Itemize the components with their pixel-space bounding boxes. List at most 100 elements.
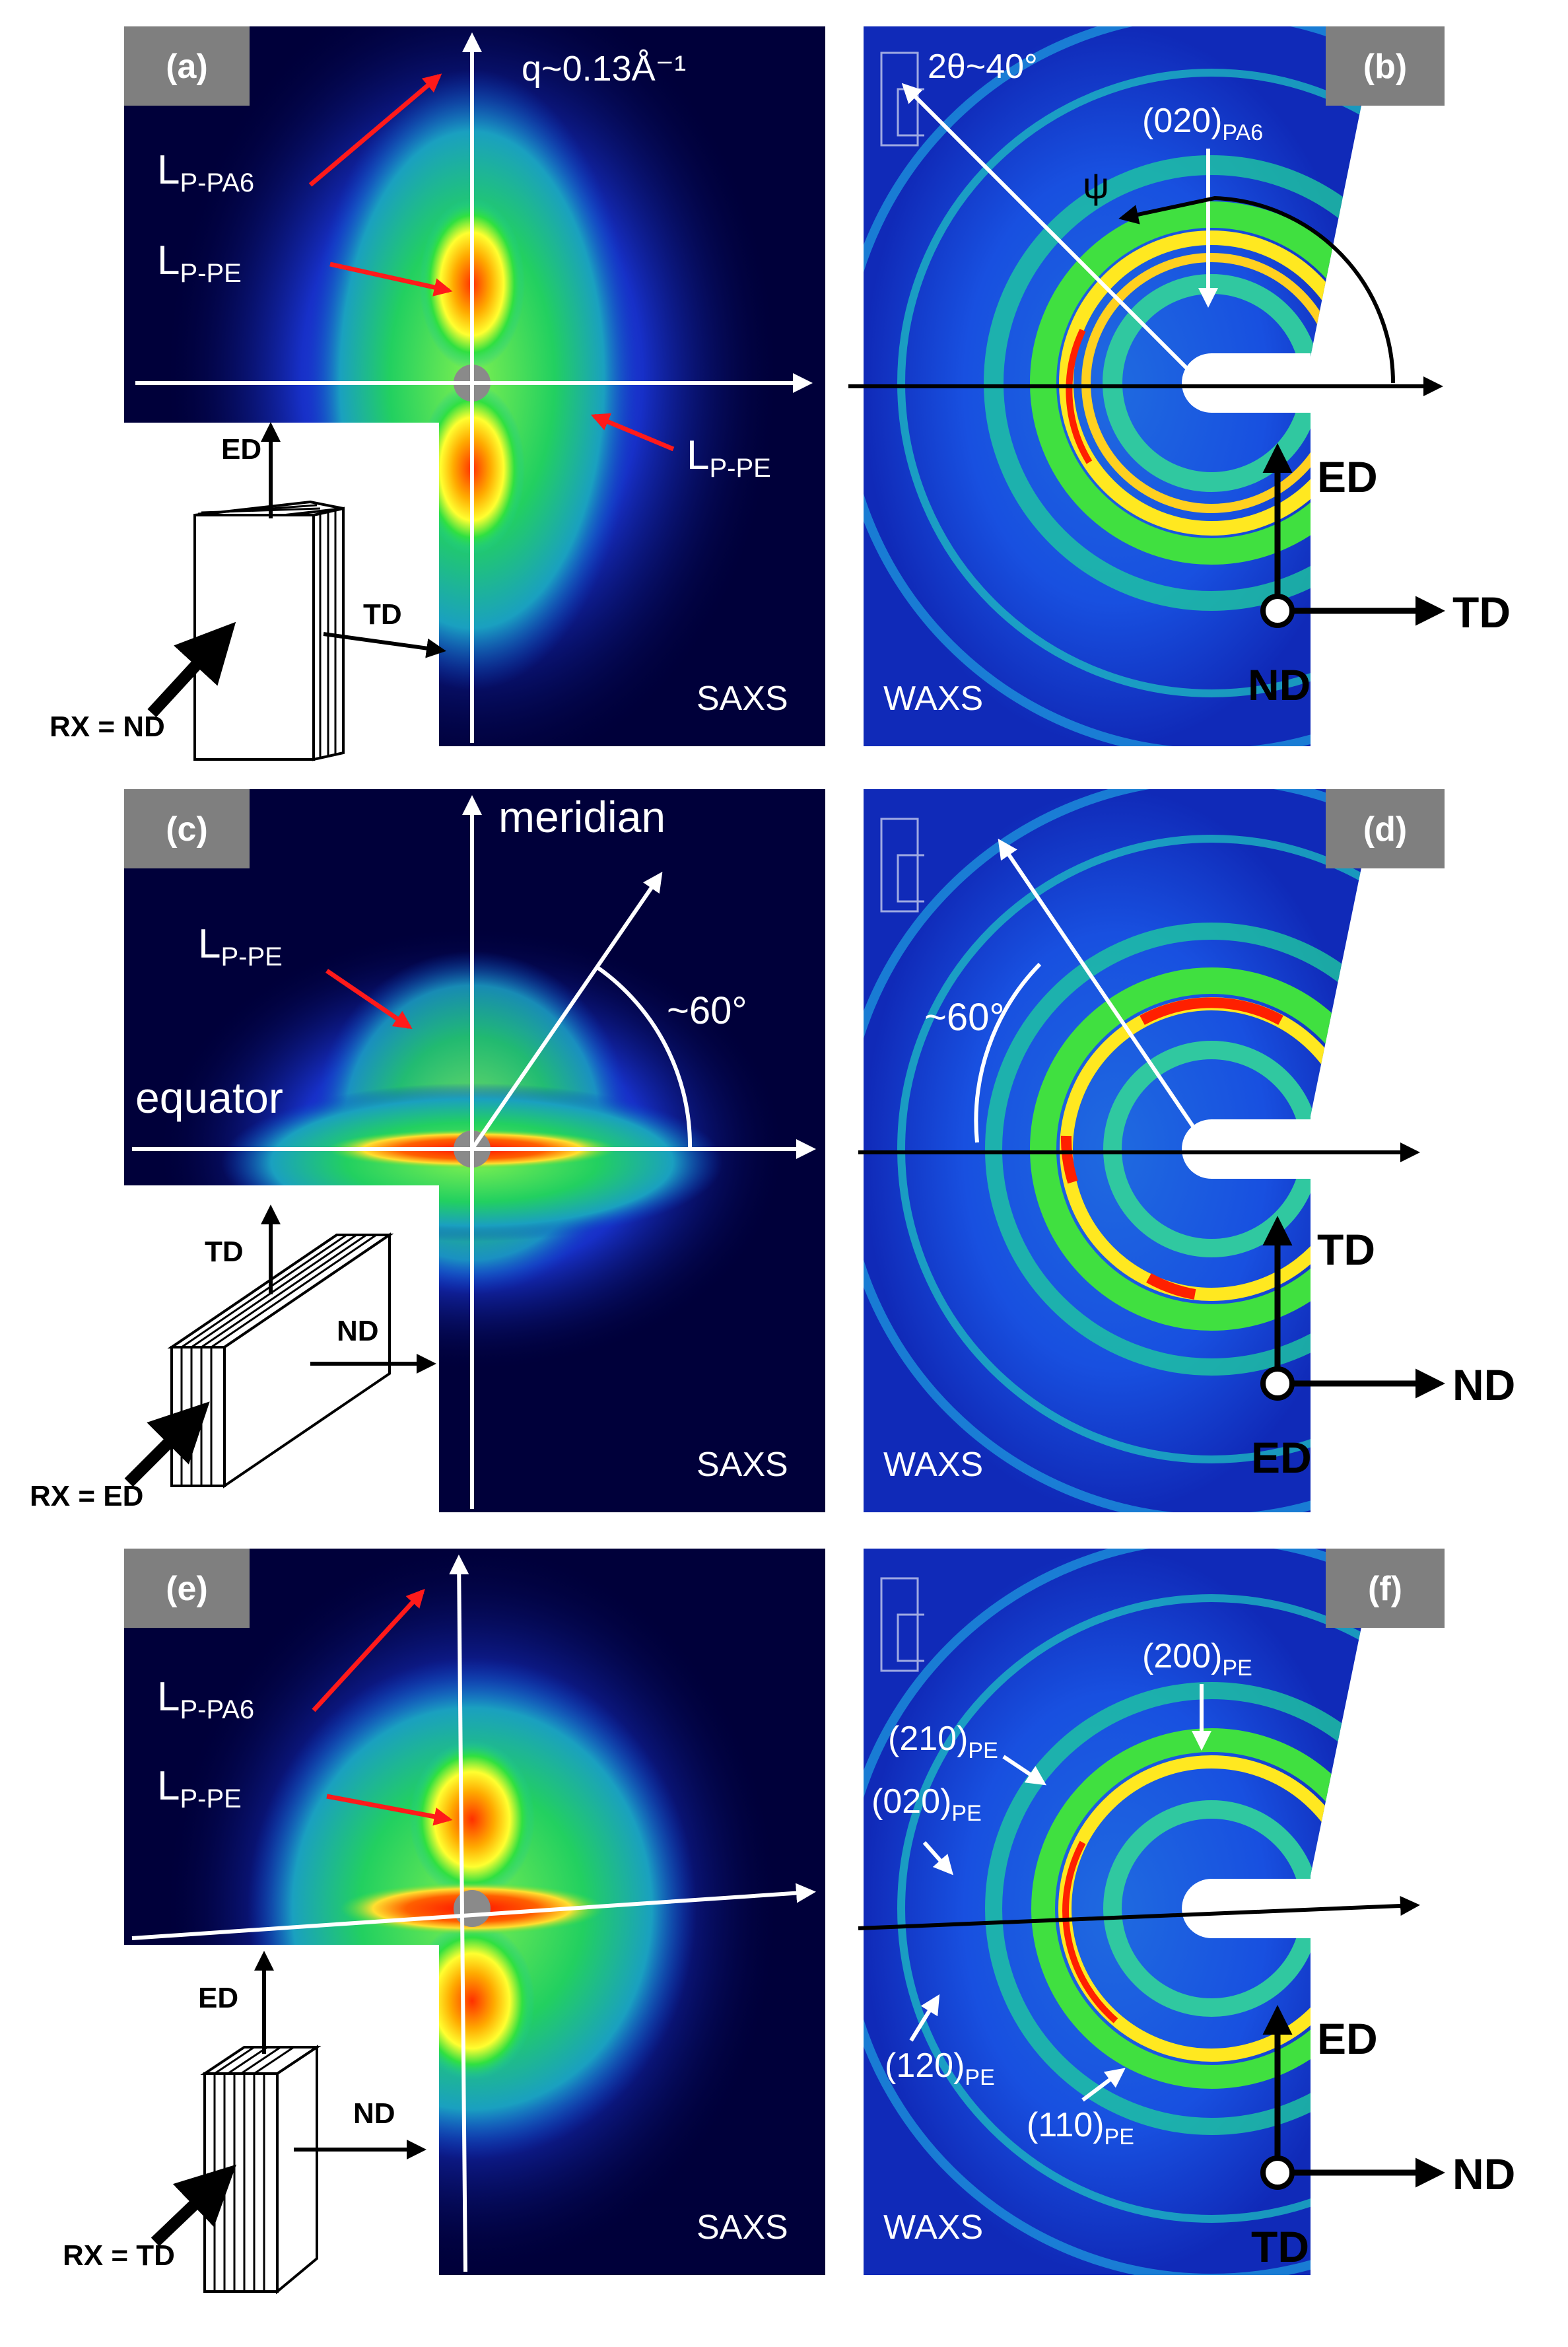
panel-d-overlay-brackets <box>880 818 924 913</box>
panel-e-beam-label: RX = TD <box>63 2239 175 2272</box>
panel-f-plane-200: (200)PE <box>1142 1637 1252 1681</box>
panel-b-beam-stop <box>1182 353 1311 413</box>
panel-c-technique: SAXS <box>697 1446 788 1484</box>
panel-b-technique: WAXS <box>883 680 983 718</box>
panel-e-sample-schematic <box>200 2045 322 2295</box>
panel-f-arrow-110 <box>1081 2068 1126 2102</box>
panel-e-red-arrow-pe <box>326 1794 453 1826</box>
panel-f-equator-axis <box>858 1896 1420 1930</box>
panel-b-two-theta-arrow <box>901 83 1190 372</box>
panel-c-60deg-arc <box>596 965 693 1150</box>
panel-b-psi-arc <box>1118 195 1395 384</box>
panel-d-label: (d) <box>1363 810 1407 849</box>
panel-d-frame-right: ND <box>1452 1360 1515 1409</box>
panel-e-label: (e) <box>166 1570 208 1608</box>
panel-d-angle: ~60° <box>924 996 1005 1039</box>
panel-d-beam-stop <box>1182 1119 1311 1179</box>
panel-f-frame-right: ND <box>1452 2150 1515 2198</box>
panel-f-label: (f) <box>1368 1570 1402 1608</box>
panel-f-plane-110: (110)PE <box>1027 2106 1134 2150</box>
panel-a-beam-arrow <box>147 621 236 718</box>
panel-f-overlay-brackets <box>880 1577 924 1672</box>
panel-f-arrow-120 <box>909 1994 940 2042</box>
panel-e-technique: SAXS <box>697 2208 788 2247</box>
panel-c-label-box <box>124 789 250 868</box>
panel-b-two-theta: 2θ~40° <box>928 48 1038 86</box>
panel-b-plane-label: (020)PA6 <box>1142 102 1263 145</box>
panel-e-lp-pe-label: LP-PE <box>157 1763 242 1813</box>
panel-c-sample-schematic <box>167 1232 394 1489</box>
panel-a-q-label: q~0.13Å⁻¹ <box>522 49 686 88</box>
panel-a-lp-pe-label-right: LP-PE <box>687 433 771 483</box>
panel-d-60deg-arc <box>974 962 1042 1143</box>
panel-f-plane-120: (120)PE <box>885 2047 995 2090</box>
panel-f-arrow-020 <box>922 1841 953 1875</box>
panel-f-frame-up: ED <box>1317 2014 1378 2063</box>
panel-d-label-box <box>1326 789 1445 868</box>
panel-c-beam-label: RX = ED <box>30 1480 143 1512</box>
panel-b-frame-axes <box>1260 443 1445 628</box>
panel-c-60deg-arrow <box>470 872 663 1150</box>
panel-e-beam-arrow <box>151 2164 237 2247</box>
panel-a-sample-right-arrow <box>323 632 446 658</box>
panel-c-sample-right-label: ND <box>337 1315 379 1347</box>
svg-text:LP-PA6: LP-PA6 <box>157 1674 254 1724</box>
panel-c-label: (c) <box>166 810 208 849</box>
panel-c-lp-pe-label: LP-PE <box>198 921 283 971</box>
panel-f-waxs-pattern <box>864 1549 1367 2275</box>
panel-c-meridian-label: meridian <box>498 792 665 841</box>
panel-f-beam-stop <box>1182 1879 1311 1938</box>
panel-e-equator-axis <box>131 1883 816 1940</box>
panel-b-frame-up: ED <box>1317 452 1378 501</box>
panel-b-label-box <box>1326 26 1445 106</box>
svg-text:(020)PE: (020)PE <box>871 1782 982 1826</box>
panel-c-beam-arrow <box>124 1401 210 1487</box>
panel-a-label: (a) <box>166 48 208 86</box>
panel-d-frame-axes <box>1260 1216 1445 1401</box>
svg-text:LP-PE: LP-PE <box>157 1763 242 1813</box>
panel-e-lp-pa6-label: LP-PA6 <box>157 1674 254 1724</box>
panel-c-red-arrow <box>325 969 413 1030</box>
panel-f-frame-axes <box>1260 2005 1445 2190</box>
panel-d-technique: WAXS <box>883 1446 983 1484</box>
svg-text:(210)PE: (210)PE <box>888 1720 998 1763</box>
panel-c-angle: ~60° <box>667 989 747 1032</box>
panel-e-sample-right-label: ND <box>353 2097 395 2130</box>
panel-f-technique: WAXS <box>883 2208 983 2247</box>
svg-text:LP-PE: LP-PE <box>157 238 242 288</box>
panel-e-beam-stop <box>454 1890 491 1927</box>
panel-a-technique: SAXS <box>697 680 788 718</box>
panel-a-red-arrow-pe-upper <box>329 262 453 297</box>
panel-a-sample-schematic <box>193 500 345 761</box>
panel-e-label-box <box>124 1549 250 1628</box>
panel-a-beam-label: RX = ND <box>50 711 165 743</box>
panel-a-red-arrow-pa6 <box>308 73 442 187</box>
svg-text:(020)PA6: (020)PA6 <box>1142 102 1263 145</box>
panel-b-frame-origin: ND <box>1248 660 1311 709</box>
panel-f-plane-020: (020)PE <box>871 1782 982 1826</box>
panel-b-label: (b) <box>1363 48 1407 86</box>
panel-b-psi: ψ <box>1083 164 1109 206</box>
svg-text:(120)PE: (120)PE <box>885 2047 995 2090</box>
panel-e-sample-up-label: ED <box>198 1982 238 2014</box>
svg-text:LP-PE: LP-PE <box>687 433 771 483</box>
panel-f-frame-origin: TD <box>1251 2222 1309 2271</box>
panel-a-lp-pa6-label: LP-PA6 <box>157 147 254 197</box>
panel-a-lp-pe-label-left: LP-PE <box>157 238 242 288</box>
panel-f-arrow-210 <box>1002 1755 1046 1786</box>
panel-a-red-arrow-pe-lower <box>590 413 675 452</box>
panel-f-plane-210: (210)PE <box>888 1720 998 1763</box>
panel-a-sample-up-label: ED <box>221 433 261 466</box>
panel-c-sample-up-label: TD <box>205 1236 244 1268</box>
panel-e-red-arrow-pa6 <box>312 1588 425 1712</box>
panel-a-sample-right-label: TD <box>363 598 402 631</box>
panel-d-frame-up: TD <box>1317 1225 1375 1274</box>
panel-a-label-box <box>124 26 250 106</box>
svg-text:LP-PA6: LP-PA6 <box>157 147 254 197</box>
svg-text:(200)PE: (200)PE <box>1142 1637 1252 1681</box>
panel-d-60deg-arrow <box>998 839 1197 1131</box>
panel-d-frame-origin: ED <box>1251 1433 1312 1482</box>
svg-text:(110)PE: (110)PE <box>1027 2106 1134 2150</box>
panel-b-frame-right: TD <box>1452 588 1511 637</box>
